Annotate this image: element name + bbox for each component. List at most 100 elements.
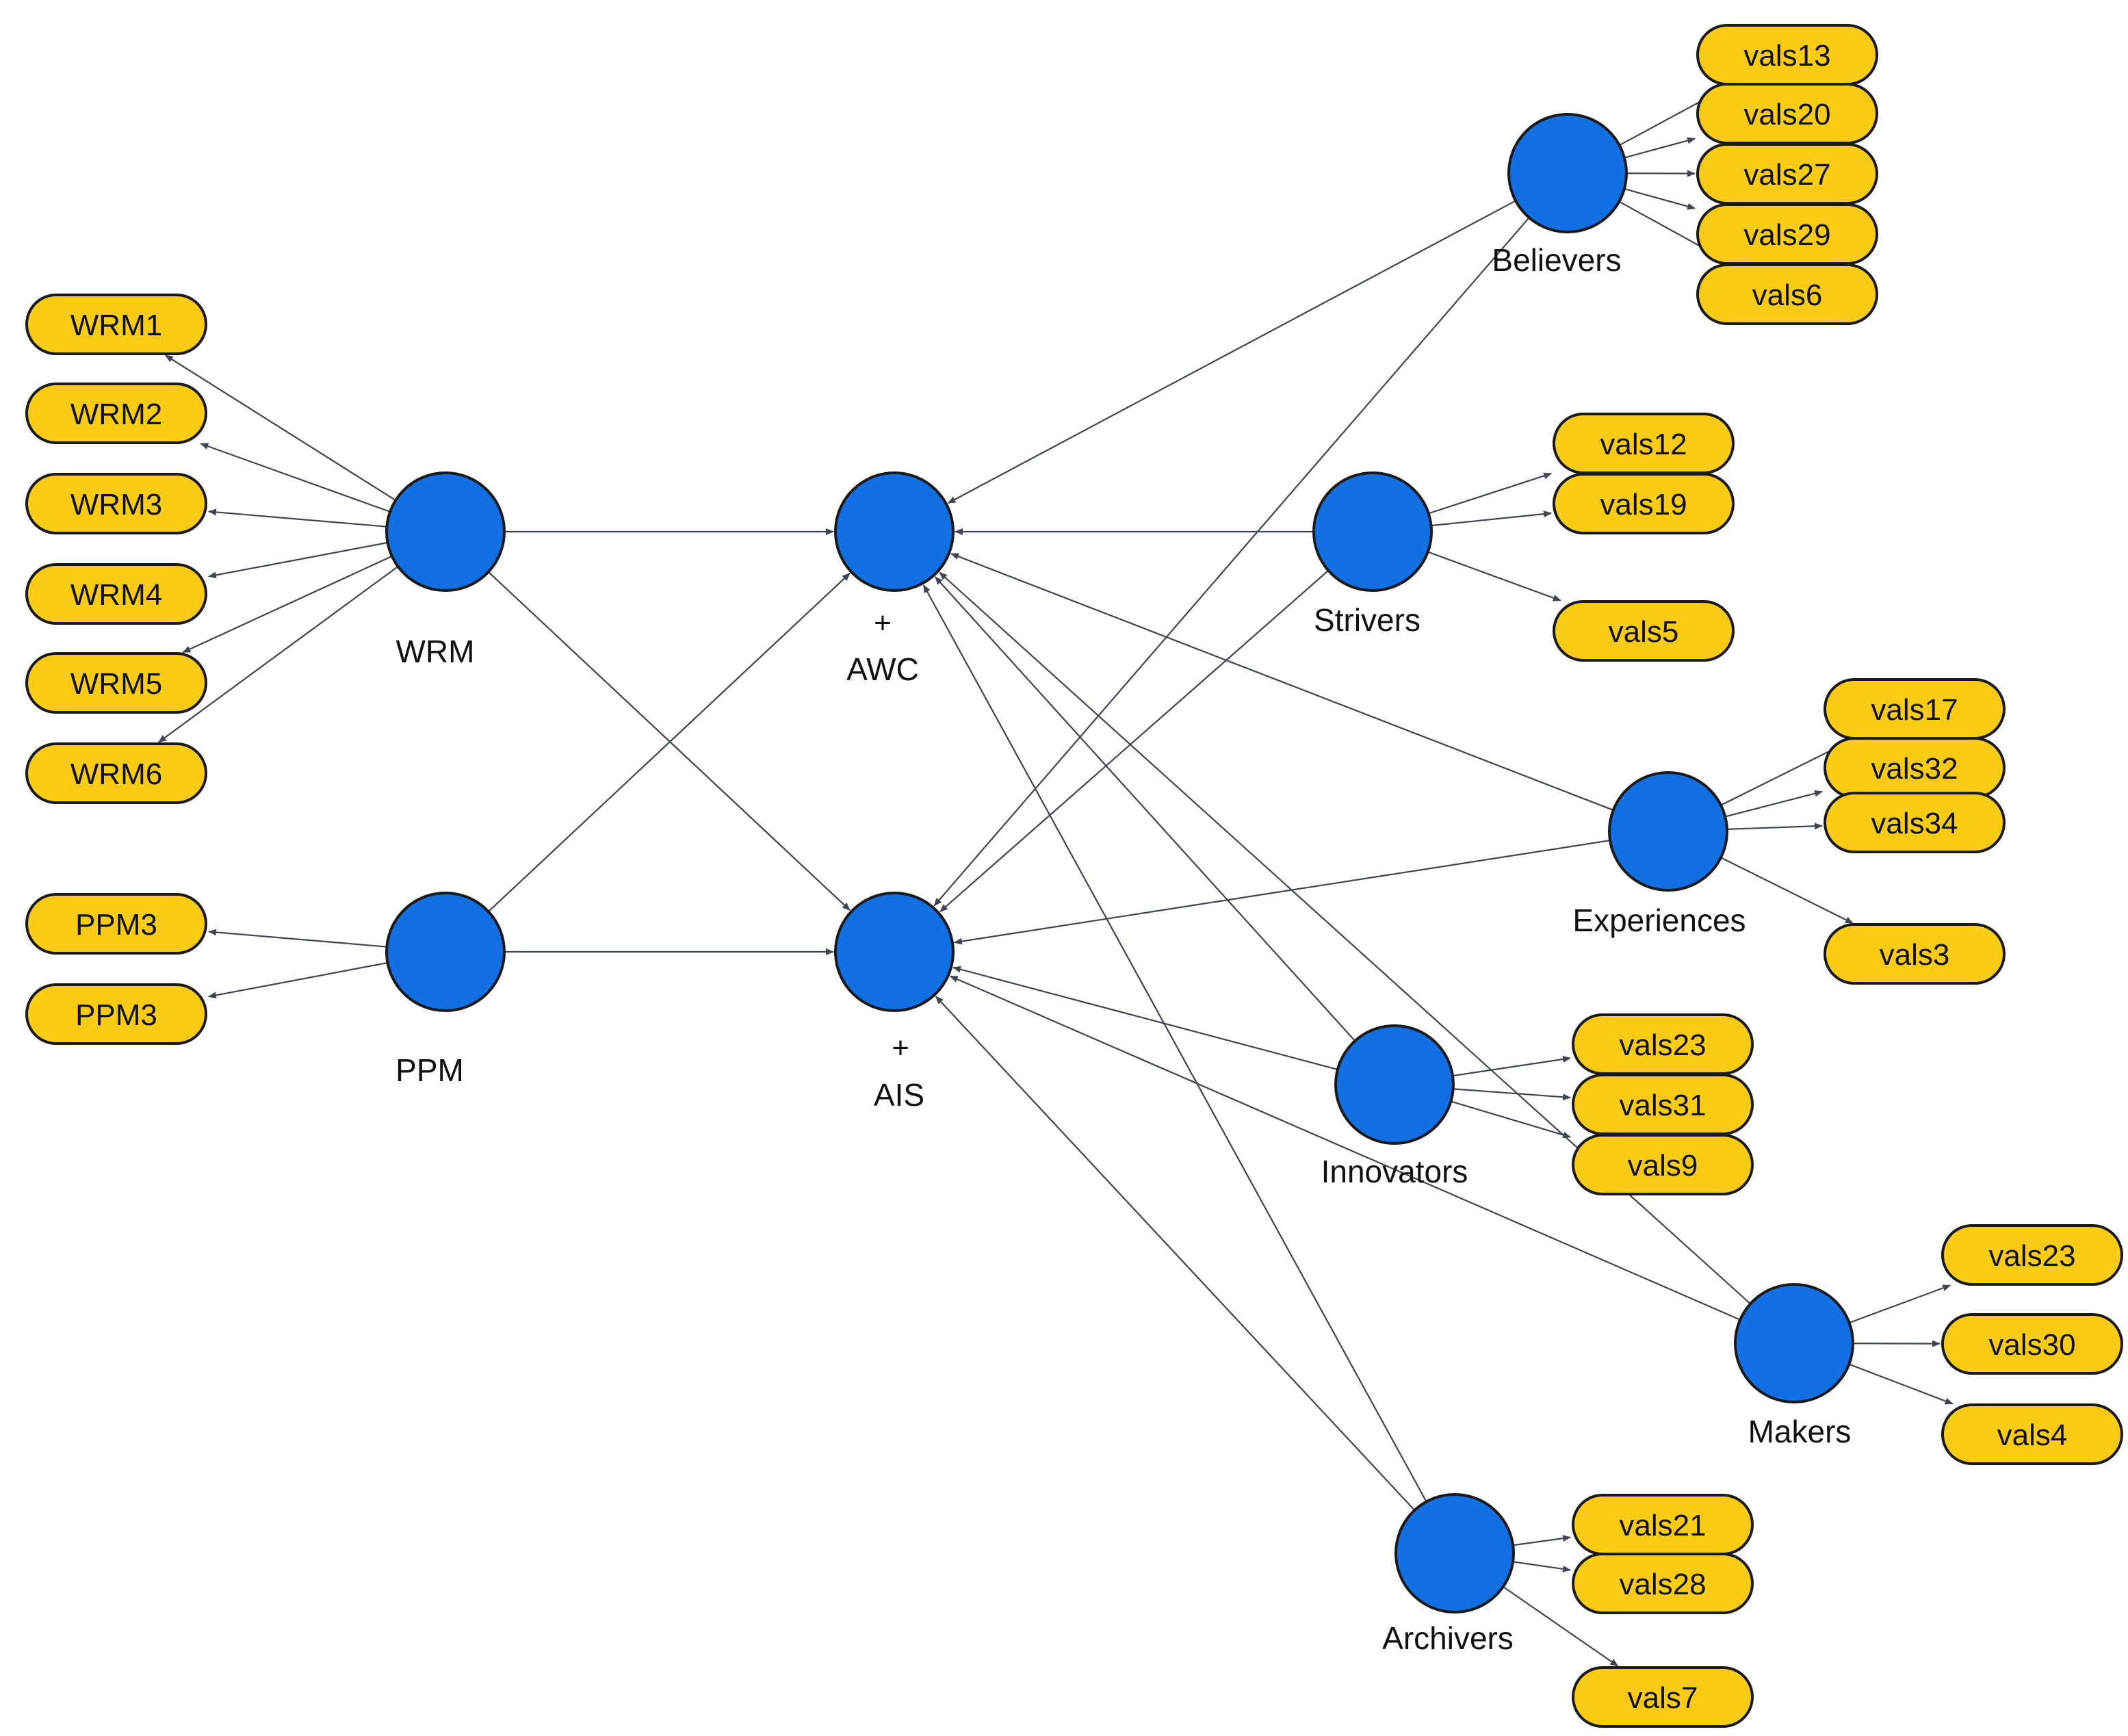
loading-arrow-m4	[1848, 1363, 1954, 1405]
path-archivers-to-awc	[922, 584, 1427, 1503]
indicator-e3: vals3	[1824, 923, 2006, 985]
indicator-label: WRM5	[70, 667, 162, 701]
indicator-box	[25, 893, 207, 955]
latent-label: Strivers	[1314, 602, 1420, 638]
latent-label: AIS	[874, 1077, 924, 1113]
loading-arrow-i9	[1451, 1100, 1572, 1139]
loading-arrow-e32	[1724, 790, 1824, 818]
loading-arrow-i23	[1452, 1056, 1572, 1077]
loading-arrow-wrm6	[158, 565, 399, 743]
indicator-box	[25, 742, 207, 804]
path-ppm-to-awc	[488, 573, 851, 913]
path-innovators-to-awc	[934, 576, 1356, 1041]
indicator-box	[25, 294, 207, 355]
indicator-box	[1941, 1403, 2123, 1465]
indicator-label: vals32	[1871, 752, 1958, 786]
latent-experiences: Experiences	[1572, 771, 1746, 938]
latent-strivers: Strivers	[1312, 471, 1433, 638]
indicator-label: vals4	[1997, 1418, 2068, 1452]
indicator-e34: vals34	[1824, 792, 2006, 853]
indicator-box	[1824, 923, 2006, 985]
path-experiences-to-awc	[950, 553, 1614, 811]
latent-circle	[1608, 771, 1728, 892]
indicator-box	[1572, 1134, 1754, 1195]
latent-label: PPM	[395, 1052, 464, 1088]
indicator-label: vals29	[1743, 218, 1830, 252]
indicator-s12: vals12	[1553, 413, 1735, 474]
indicator-b27: vals27	[1696, 143, 1878, 205]
latent-sign: +	[874, 606, 892, 640]
loading-arrow-s19	[1431, 510, 1553, 527]
indicator-i9: vals9	[1572, 1134, 1754, 1195]
path-believers-to-ais	[933, 217, 1530, 907]
latent-believers: Believers	[1492, 113, 1628, 278]
latent-label: Archivers	[1382, 1620, 1514, 1656]
indicator-box	[25, 983, 207, 1045]
latent-ppm: PPM	[385, 892, 506, 1088]
loading-arrow-e34	[1726, 822, 1824, 830]
latent-awc: + AWC	[834, 471, 955, 687]
latent-ais: +AIS	[834, 892, 955, 1113]
indicator-label: vals5	[1609, 615, 1679, 649]
loading-arrow-wrm2	[200, 443, 391, 513]
latent-circle	[1394, 1493, 1515, 1614]
indicator-box	[1553, 600, 1735, 662]
indicator-label: vals23	[1619, 1028, 1706, 1062]
indicator-label: vals17	[1871, 693, 1958, 727]
indicator-i31: vals31	[1572, 1074, 1754, 1135]
latent-circle	[1507, 113, 1628, 233]
latents-layer: WRM PPM + AWC +AIS BelieversStriversExperienc…	[385, 113, 1854, 1656]
latent-circle	[1334, 1024, 1455, 1145]
path-archivers-to-ais	[935, 996, 1416, 1511]
loading-arrow-a21	[1513, 1535, 1572, 1546]
indicator-box	[25, 383, 207, 444]
loading-arrow-ppm3b	[207, 961, 388, 999]
latent-label: AWC	[846, 651, 919, 687]
latent-label: Experiences	[1572, 903, 1746, 938]
loading-arrow-s12	[1428, 472, 1553, 515]
indicator-s5: vals5	[1553, 600, 1735, 662]
indicator-s19: vals19	[1553, 473, 1735, 534]
indicator-box	[1696, 263, 1878, 325]
loading-arrow-wrm4	[207, 541, 388, 579]
indicator-b13: vals13	[1696, 24, 1878, 86]
latent-circle	[385, 471, 506, 592]
indicator-e32: vals32	[1824, 737, 2006, 799]
indicators-layer: WRM1WRM2WRM3WRM4WRM5WRM6PPM3PPM3vals13va…	[25, 24, 2123, 1728]
indicator-label: vals28	[1619, 1568, 1706, 1601]
indicator-wrm2: WRM2	[25, 383, 207, 444]
indicator-label: vals21	[1619, 1509, 1706, 1542]
indicator-a7: vals7	[1572, 1666, 1754, 1728]
path-experiences-to-ais	[953, 840, 1611, 945]
indicator-label: WRM3	[70, 488, 162, 521]
loading-arrow-b20	[1624, 137, 1696, 159]
indicator-wrm4: WRM4	[25, 563, 207, 625]
indicator-label: vals6	[1752, 278, 1823, 312]
loading-arrow-wrm5	[182, 555, 393, 653]
indicator-box	[1572, 1666, 1754, 1728]
loading-arrow-b29	[1624, 187, 1696, 210]
latent-circle	[1734, 1283, 1854, 1403]
loading-arrow-a28	[1512, 1561, 1572, 1572]
path-believers-to-awc	[947, 200, 1516, 504]
indicator-label: WRM1	[70, 309, 162, 342]
indicator-label: vals27	[1743, 158, 1830, 192]
indicator-label: PPM3	[75, 908, 157, 942]
loading-arrow-e3	[1720, 857, 1854, 924]
indicator-label: vals20	[1743, 98, 1830, 131]
latent-circle	[1312, 471, 1433, 592]
latent-circle	[834, 471, 955, 592]
path-wrm-to-ais	[488, 571, 851, 911]
indicator-label: vals12	[1600, 428, 1687, 461]
indicator-box	[1824, 792, 2006, 853]
latent-label: WRM	[396, 634, 475, 669]
indicator-label: vals34	[1871, 807, 1958, 840]
loading-arrow-wrm1	[164, 354, 396, 502]
latent-label: Innovators	[1321, 1154, 1468, 1189]
indicator-box	[25, 563, 207, 625]
loading-arrow-i31	[1453, 1088, 1572, 1101]
indicator-ppm3b: PPM3	[25, 983, 207, 1045]
indicator-m30: vals30	[1941, 1313, 2123, 1375]
loading-arrow-wrm3	[207, 508, 387, 528]
